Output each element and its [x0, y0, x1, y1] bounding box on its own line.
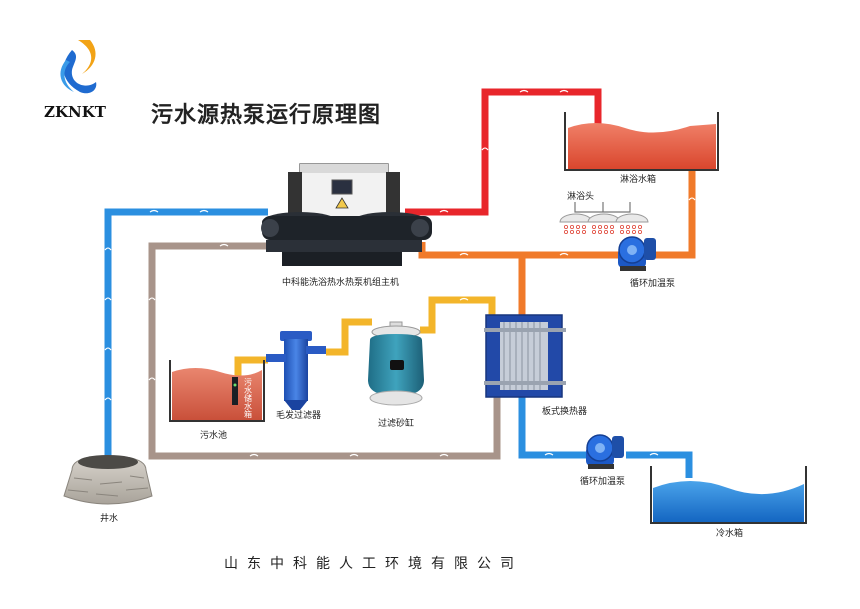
hair-filter: 毛发过滤器 — [266, 331, 326, 421]
well-label: 井水 — [100, 512, 118, 524]
logo-flame-icon — [78, 40, 96, 74]
cold-circulation-pump: 循环加温泵 — [580, 434, 625, 487]
return-pipe — [148, 242, 501, 460]
plate-hx-label: 板式换热器 — [542, 405, 587, 417]
hot-supply-pipe — [405, 88, 602, 216]
shower-water-tank: 淋浴水箱 — [564, 112, 719, 185]
sewage-pool-label: 污水池 — [200, 429, 227, 441]
sand-filter-label: 过滤砂缸 — [378, 417, 414, 429]
plate-heat-exchanger: 板式换热器 — [484, 314, 587, 417]
hair-filter-label: 毛发过滤器 — [276, 409, 321, 421]
shower-head-icon — [587, 213, 621, 223]
well-water-pipe — [104, 208, 268, 456]
shower-heads: 淋浴头 — [559, 190, 649, 234]
shower-tank-label: 淋浴水箱 — [620, 173, 656, 185]
sewage-pool: 污水储水箱 污水池 — [169, 360, 265, 441]
main-unit-label: 中科能洗浴热水热泵机组主机 — [282, 276, 399, 288]
pool-side-label: 污水储水箱 — [244, 377, 253, 419]
hot-pump-label: 循环加温泵 — [630, 277, 675, 289]
logo-text: ZKNKT — [44, 103, 107, 121]
hot-circulation-pump: 循环加温泵 — [618, 236, 675, 289]
page-title: 污水源热泵运行原理图 — [151, 102, 381, 128]
filter-loop-pipe — [234, 296, 496, 380]
sand-filter: 过滤砂缸 — [368, 321, 424, 429]
flow-arrows — [104, 89, 696, 457]
heat-pump-main-unit: 中科能洗浴热水热泵机组主机 — [261, 163, 432, 288]
company-footer: 山东中科能人工环境有限公司 — [224, 556, 523, 572]
shower-head-icon — [615, 213, 649, 223]
shower-head-icon — [559, 213, 593, 223]
shower-head-label: 淋浴头 — [567, 190, 594, 202]
cold-tank-label: 冷水箱 — [716, 527, 743, 539]
cold-water-tank: 冷水箱 — [650, 466, 807, 539]
brand-logo: ZKNKT — [44, 40, 107, 121]
well: 井水 — [63, 455, 153, 524]
cold-pump-label: 循环加温泵 — [580, 475, 625, 487]
cold-loop-pipe — [518, 392, 693, 478]
